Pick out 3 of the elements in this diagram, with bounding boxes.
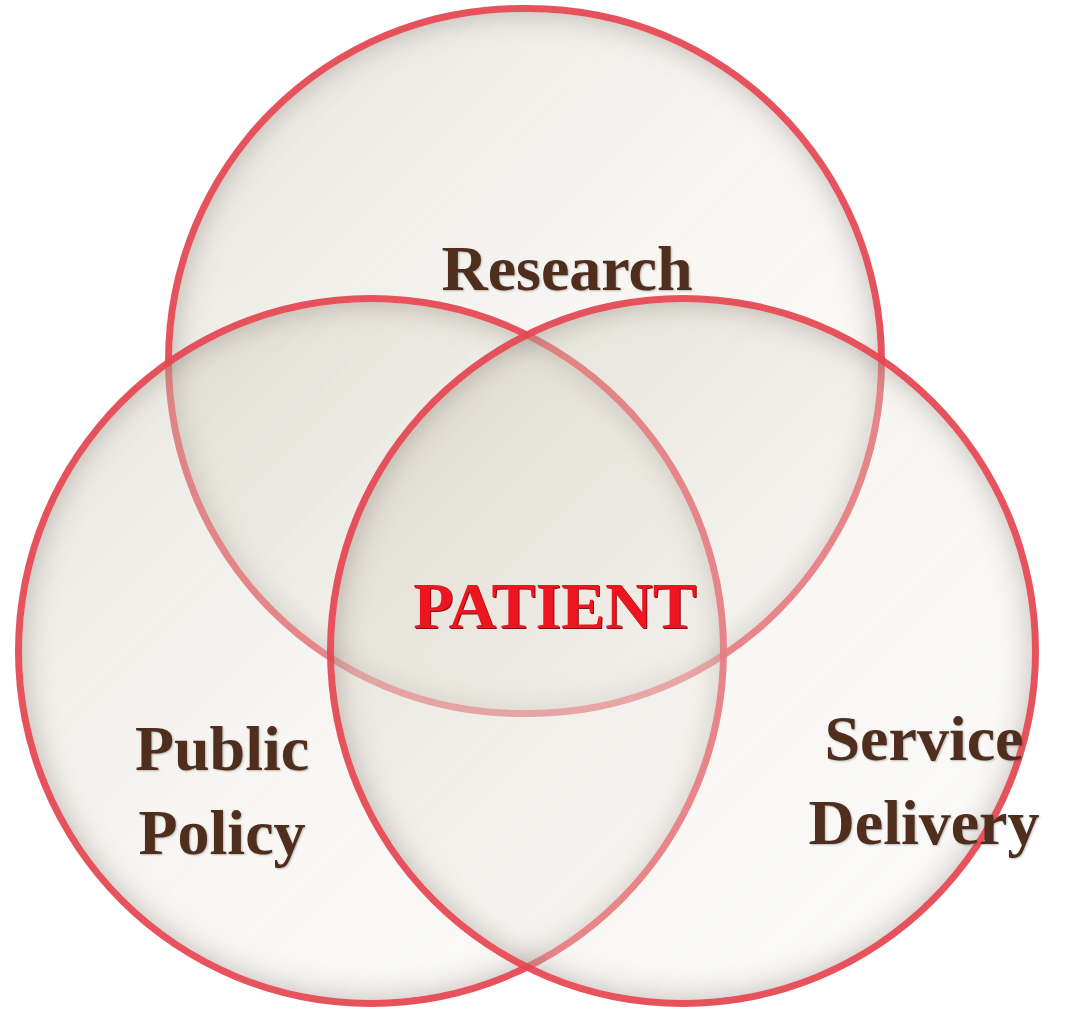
circle-label: Public Policy	[133, 712, 311, 870]
center-label: PATIENT	[412, 568, 698, 644]
circle-label: Research	[440, 232, 694, 306]
